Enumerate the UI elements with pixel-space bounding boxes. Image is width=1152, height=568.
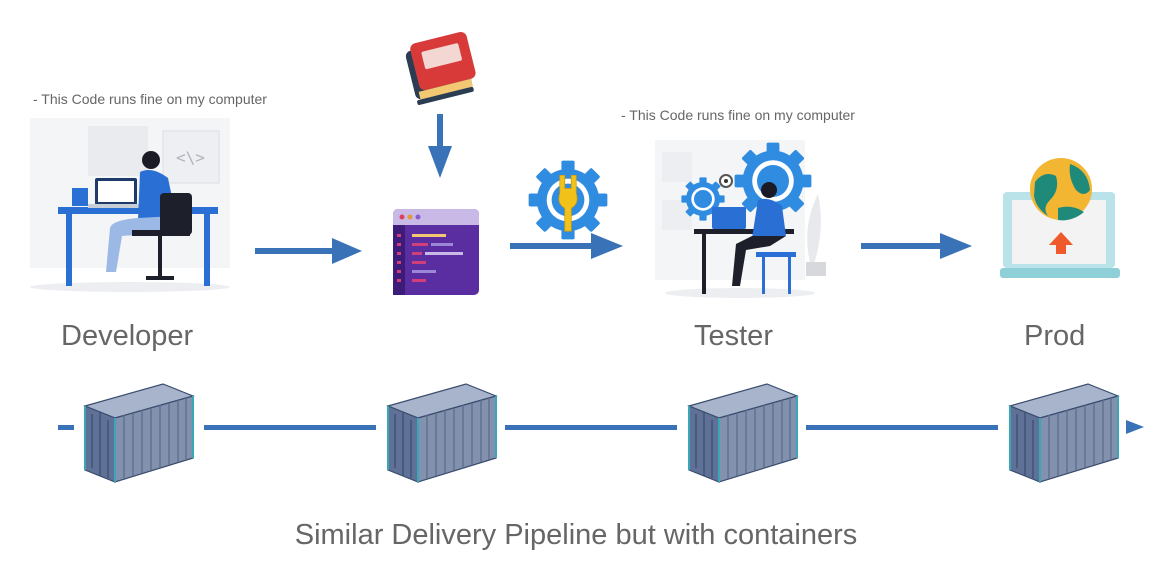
book-icon xyxy=(405,31,476,105)
shipping-container-icon xyxy=(84,383,194,483)
shipping-container-icon xyxy=(387,383,497,483)
developer-note: - This Code runs fine on my computer xyxy=(33,91,267,107)
down-arrow xyxy=(428,114,452,178)
svg-text:<\>: <\> xyxy=(176,148,205,167)
container-pipeline xyxy=(58,420,1144,434)
developer-illustration: <\> xyxy=(30,118,230,292)
gear-wrench-icon xyxy=(528,160,608,240)
prod-label: Prod xyxy=(1024,320,1086,352)
tester-label: Tester xyxy=(694,320,773,352)
developer-label: Developer xyxy=(61,320,194,352)
code-editor-icon xyxy=(393,209,479,295)
top-arrows xyxy=(255,233,972,264)
shipping-container-icon xyxy=(688,383,798,483)
shipping-container-icon xyxy=(1009,383,1119,483)
tester-illustration xyxy=(655,140,826,298)
laptop-globe-icon xyxy=(1000,158,1120,278)
tester-note: - This Code runs fine on my computer xyxy=(621,107,855,123)
pipeline-caption: Similar Delivery Pipeline but with conta… xyxy=(294,519,858,551)
